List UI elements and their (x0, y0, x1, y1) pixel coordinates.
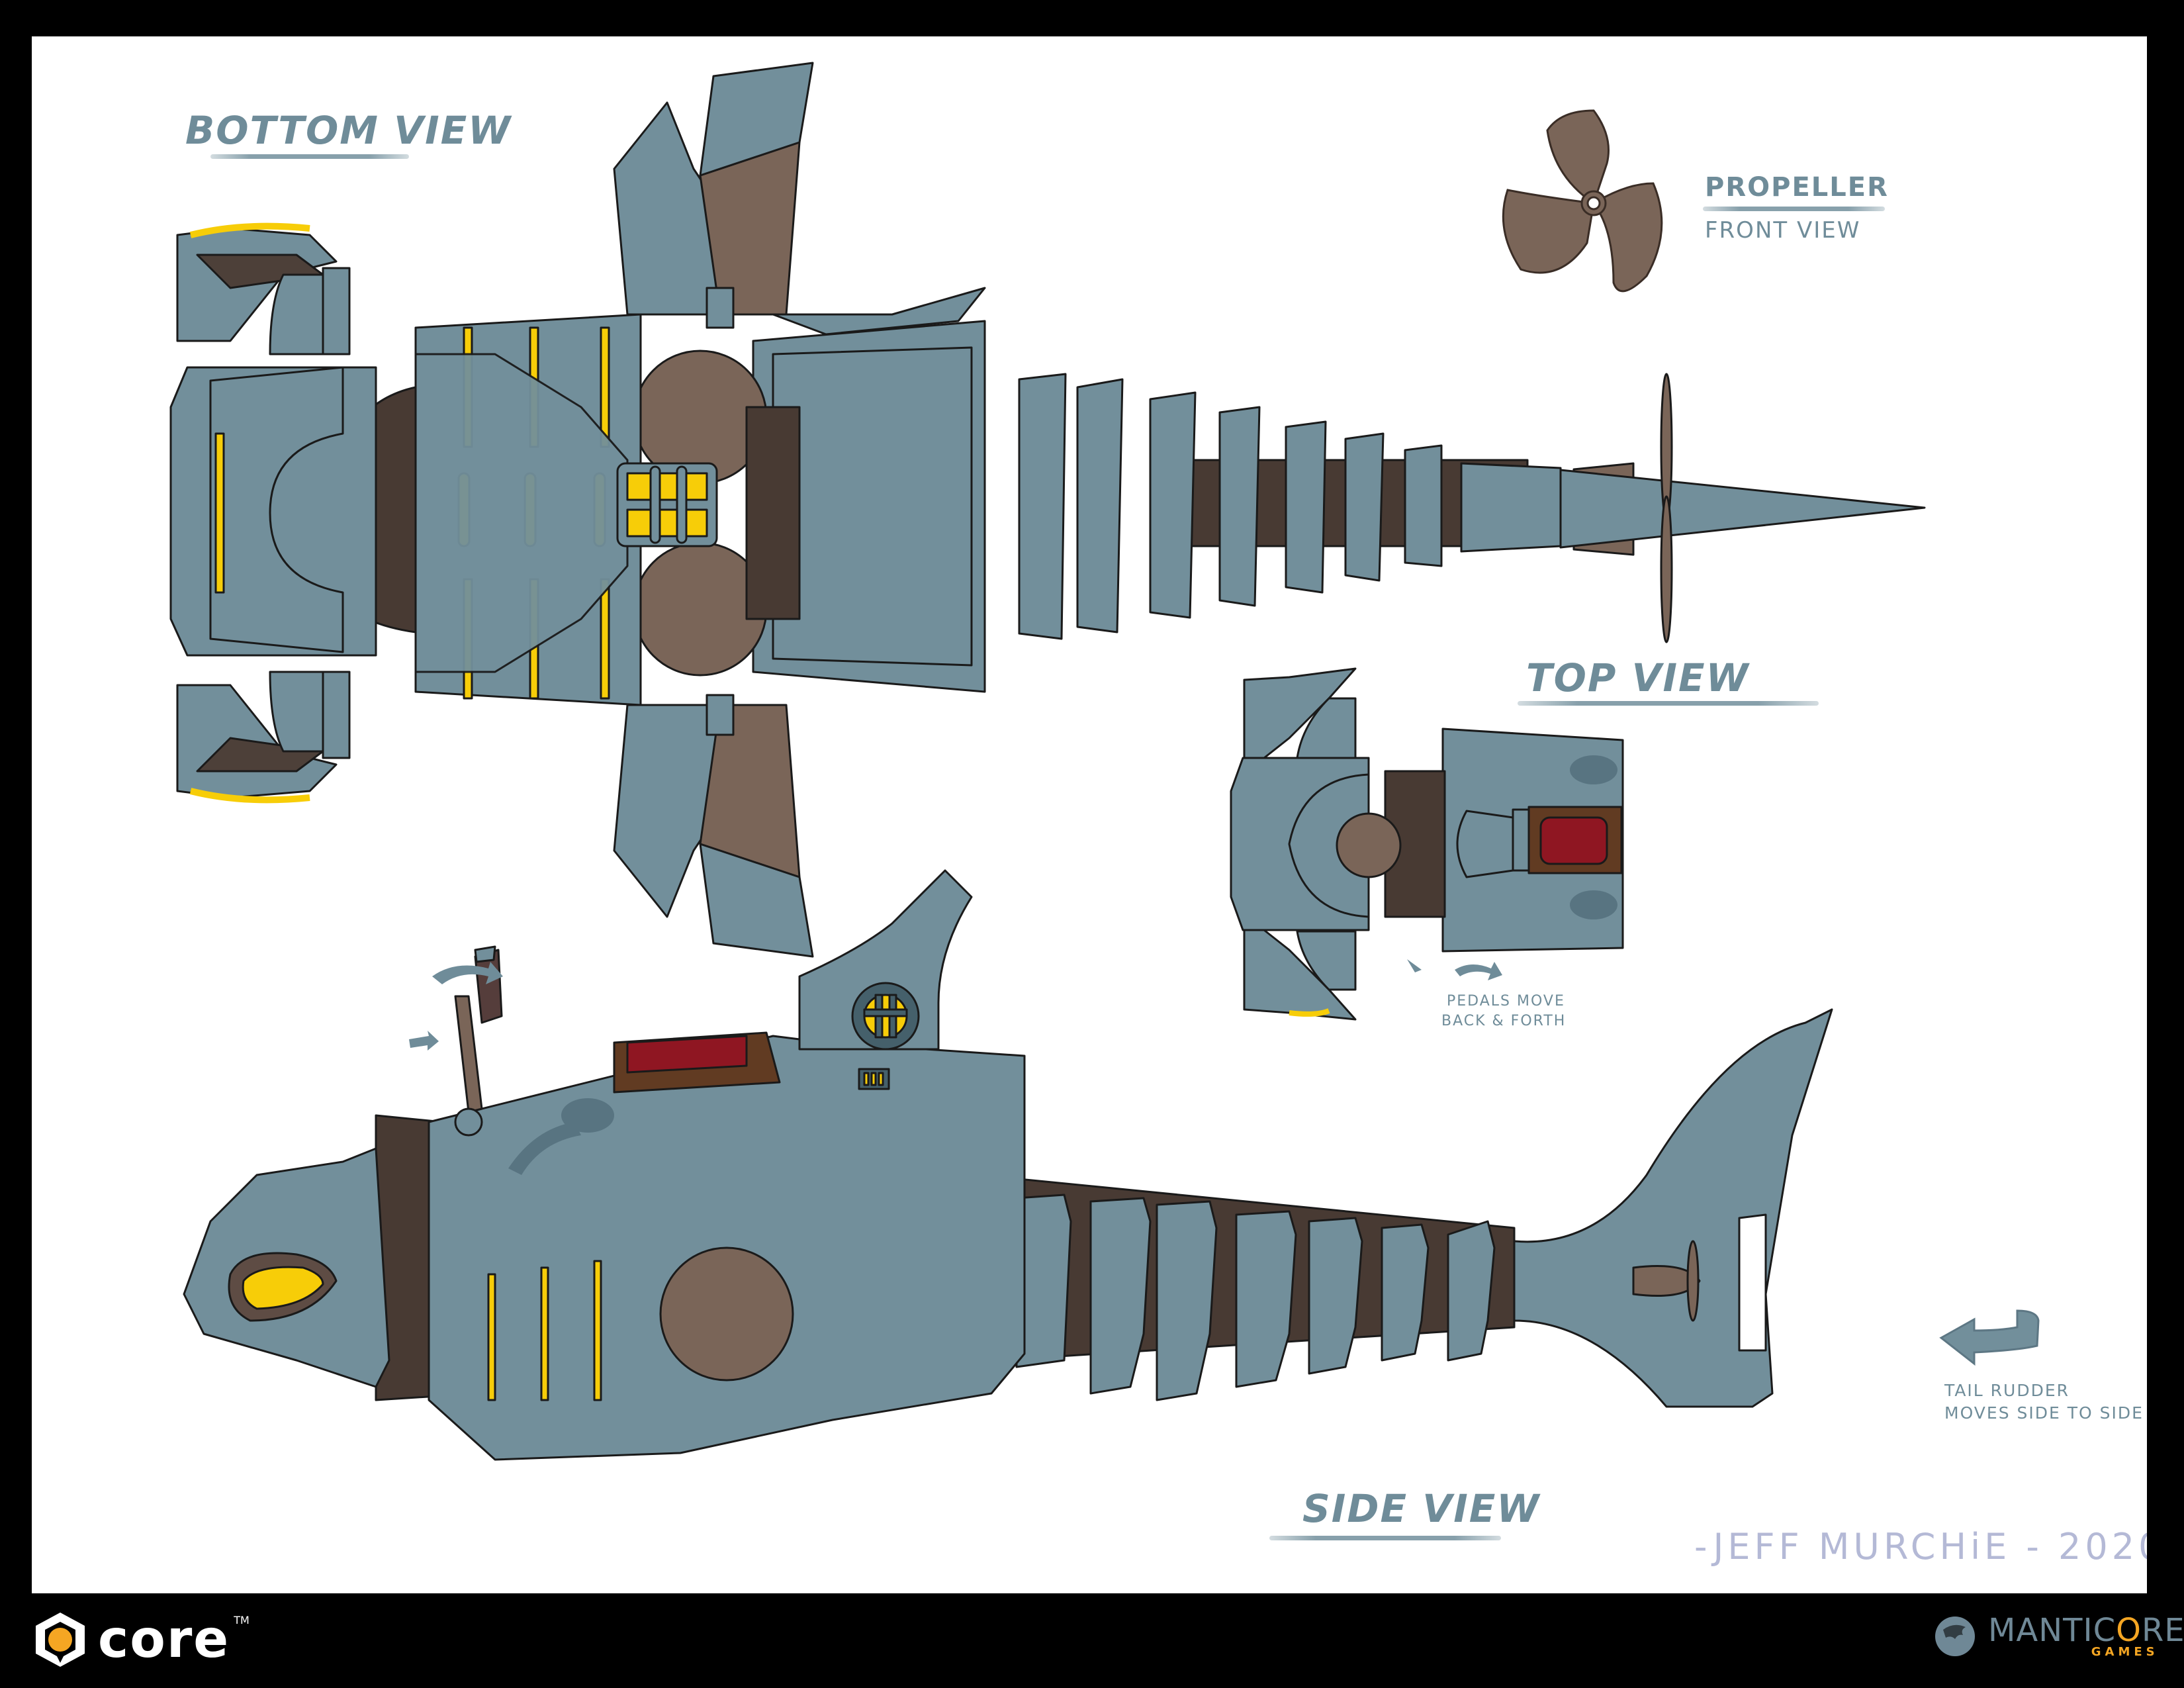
artist-credit: -JEFF MURCHiE - 2020- (1694, 1526, 2147, 1568)
manticore-logo-text: MANTICORE (1988, 1612, 2184, 1649)
manticore-logo-subtext: GAMES (2091, 1645, 2159, 1659)
side-view-title: Side View (1302, 1486, 1541, 1531)
rudder-annotation-line1: Tail Rudder (1944, 1381, 2070, 1400)
top-view-underline (1518, 701, 1819, 706)
pedals-move-arrow-icon (1455, 962, 1502, 980)
manticore-logo: MANTICORE GAMES (1934, 1610, 2184, 1663)
footer-bar (0, 1593, 2184, 1688)
propeller-subtitle: Front View (1705, 217, 1861, 244)
core-logo: core TM (32, 1610, 250, 1669)
lever-push-arrow-icon (409, 1031, 439, 1051)
manticore-lion-icon (1935, 1617, 1975, 1656)
pedals-annotation-line1: Pedals move (1447, 993, 1565, 1009)
lever-rotate-arrow-icon (432, 962, 503, 984)
side-view-underline (1269, 1536, 1501, 1540)
top-view-title: Top View (1526, 655, 1750, 700)
propeller-underline (1703, 207, 1885, 211)
tail-rudder-arrow-icon (1939, 1309, 2040, 1366)
propeller-blade-top (1546, 109, 1610, 205)
propeller-blade-right (1592, 182, 1663, 293)
propeller-title: Propeller (1705, 172, 1889, 203)
top-view-illustration (1230, 667, 1624, 1021)
core-logo-tm: TM (234, 1614, 250, 1626)
bottom-view-title: Bottom View (185, 108, 512, 153)
propeller-front-view-illustration (1502, 109, 1663, 293)
rudder-annotation-line2: Moves side to side (1944, 1403, 2144, 1423)
core-logo-text: core (98, 1610, 230, 1669)
propeller-blade-left (1502, 189, 1595, 274)
concept-sheet: Bottom View (32, 36, 2147, 1593)
bottom-view-underline (210, 154, 409, 159)
bottom-view-illustration (169, 62, 1926, 958)
side-view-illustration (183, 869, 2040, 1461)
core-hexagon-icon (36, 1613, 85, 1667)
pedals-annotation-line2: Back & Forth (1441, 1013, 1567, 1029)
